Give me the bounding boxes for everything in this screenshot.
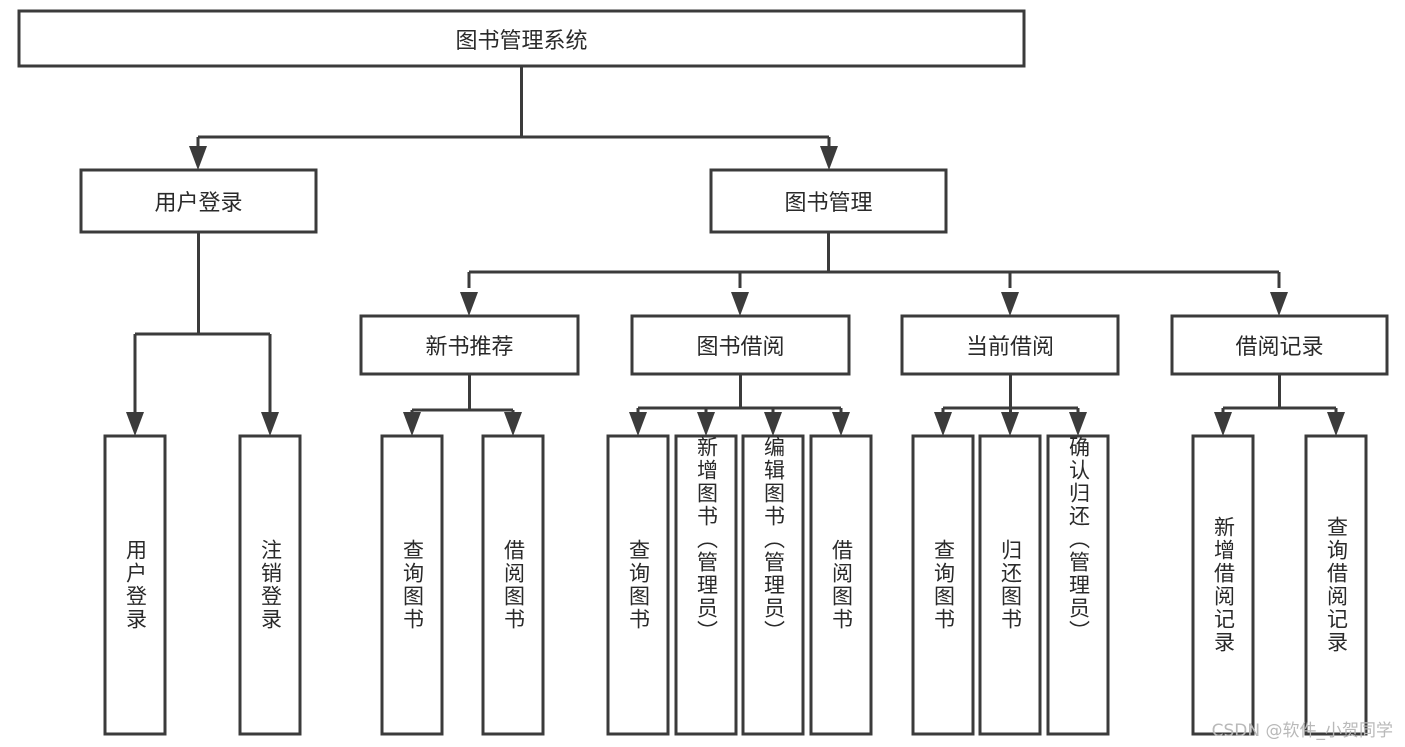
node-book-manage-box[interactable] [709, 168, 948, 234]
arrow-to-leaf-add-record [1214, 412, 1232, 436]
arrow-to-leaf-query-book-1 [403, 412, 421, 436]
node-borrow-record-box[interactable] [1170, 314, 1389, 376]
arrow-to-leaf-add-book [697, 412, 715, 436]
leaf-add-record-box[interactable] [1191, 434, 1255, 736]
connector-current-borrow-bus [941, 374, 1080, 418]
connector-new-book-recommend-bus [410, 374, 515, 418]
arrow-to-book-manage [820, 146, 838, 170]
arrow-to-leaf-user-login [126, 412, 144, 436]
arrow-to-leaf-borrow-book-1 [504, 412, 522, 436]
leaf-query-book-2-box[interactable] [606, 434, 670, 736]
arrow-to-current-borrow [1001, 292, 1019, 316]
leaf-return-book-box[interactable] [978, 434, 1042, 736]
leaf-borrow-book-2-box[interactable] [809, 434, 873, 736]
connector-book-borrow-bus [636, 374, 843, 418]
node-new-book-recommend-box[interactable] [359, 314, 580, 376]
connector-book-manage-bus [467, 232, 1281, 288]
arrow-to-leaf-query-book-3 [934, 412, 952, 436]
leaf-borrow-book-1-box[interactable] [481, 434, 545, 736]
arrow-to-leaf-confirm-return [1069, 412, 1087, 436]
node-book-borrow-box[interactable] [630, 314, 851, 376]
arrow-to-leaf-edit-book [764, 412, 782, 436]
leaf-add-book-box[interactable] [674, 434, 738, 736]
arrow-to-book-borrow [731, 292, 749, 316]
node-current-borrow-box[interactable] [900, 314, 1120, 376]
connector-borrow-record-bus [1221, 374, 1338, 418]
arrow-to-user-login [189, 146, 207, 170]
connector-user-login-bus [133, 232, 272, 418]
leaf-query-book-1-box[interactable] [380, 434, 444, 736]
connector-root-bus [196, 66, 831, 153]
node-root-box[interactable] [17, 9, 1026, 68]
leaf-edit-book-box[interactable] [741, 434, 805, 736]
leaf-query-record-box[interactable] [1304, 434, 1368, 736]
arrow-to-leaf-query-book-2 [629, 412, 647, 436]
arrow-to-borrow-record [1270, 292, 1288, 316]
watermark-text: CSDN @软件_小贺同学 [1211, 721, 1393, 741]
leaf-logout-login-box[interactable] [238, 434, 302, 736]
node-user-login-box[interactable] [79, 168, 318, 234]
arrow-to-leaf-logout-login [261, 412, 279, 436]
leaf-query-book-3-box[interactable] [911, 434, 975, 736]
arrow-to-leaf-borrow-book-2 [832, 412, 850, 436]
leaf-user-login-box[interactable] [103, 434, 167, 736]
arrow-to-new-book-recommend [460, 292, 478, 316]
arrow-to-leaf-return-book [1001, 412, 1019, 436]
leaf-confirm-return-box[interactable] [1046, 434, 1110, 736]
arrow-to-leaf-query-record [1327, 412, 1345, 436]
